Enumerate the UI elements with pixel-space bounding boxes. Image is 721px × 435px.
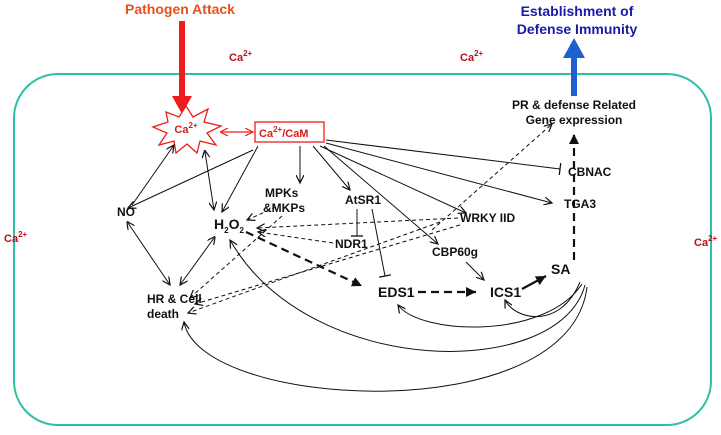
- extracellular-ca-4: Ca2+: [694, 234, 718, 249]
- extracellular-ca-3: Ca2+: [4, 230, 28, 245]
- main-pathway: [245, 134, 579, 297]
- atsr1-label: AtSR1: [345, 193, 381, 207]
- h2o2-label: H2O2: [214, 216, 244, 235]
- sa-feedback-curves: [184, 240, 588, 392]
- cell-membrane: [13, 73, 712, 426]
- sa-label: SA: [551, 261, 570, 277]
- pr-genes-line2: Gene expression: [526, 113, 623, 127]
- extracellular-ca-2: Ca2+: [460, 49, 484, 64]
- defense-immunity-line2: Defense Immunity: [517, 21, 638, 37]
- pr-genes-line1: PR & defense Related: [512, 98, 636, 112]
- pathogen-attack-label: Pathogen Attack: [125, 1, 235, 17]
- cam-arrows: [128, 139, 562, 244]
- ca-burst-label: Ca2+: [174, 121, 198, 136]
- tga3-label: TGA3: [564, 197, 596, 211]
- cbp60g-label: CBP60g: [432, 245, 478, 259]
- solid-pathway: [465, 261, 547, 290]
- cbnac-label: CBNAC: [568, 165, 612, 179]
- hr-line2: death: [147, 307, 179, 321]
- inhibition-lines: [351, 208, 392, 278]
- ca-cam-label: Ca2+/CaM: [259, 125, 308, 140]
- mpks-line2: &MKPs: [263, 201, 305, 215]
- extracellular-ca-1: Ca2+: [229, 49, 253, 64]
- ics1-label: ICS1: [490, 284, 521, 300]
- ca-cam-box: [254, 121, 325, 143]
- pathogen-arrowhead: [172, 96, 192, 114]
- wrky-label: WRKY IID: [460, 211, 515, 225]
- ndr1-label: NDR1: [335, 237, 368, 251]
- defense-immunity-line1: Establishment of: [521, 3, 634, 19]
- defense-arrowhead: [563, 38, 585, 58]
- hr-line1: HR & Cell: [147, 292, 202, 306]
- ca-burst-star: [151, 104, 223, 155]
- no-label: NO: [117, 205, 135, 219]
- mpks-line1: MPKs: [265, 186, 299, 200]
- no-arrows: [128, 145, 214, 285]
- eds1-label: EDS1: [378, 284, 415, 300]
